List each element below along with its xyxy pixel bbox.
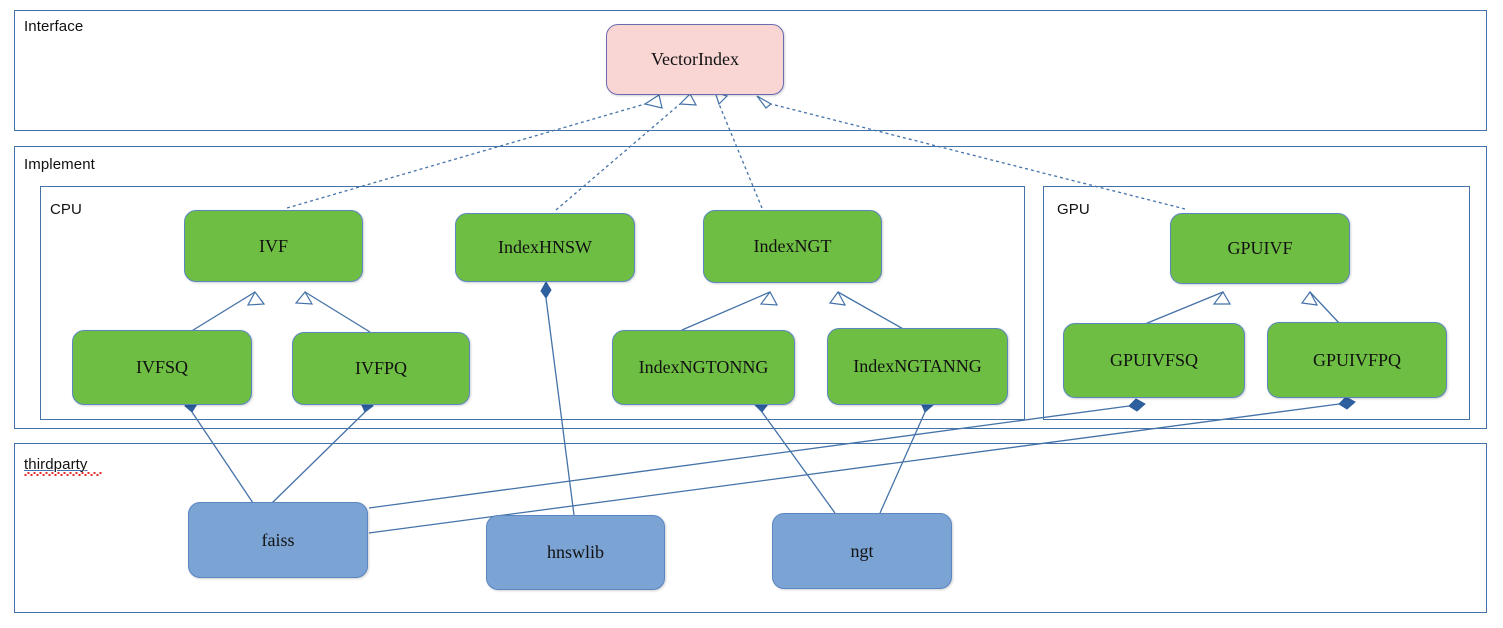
panel-cpu-label: CPU xyxy=(50,201,82,218)
node-vectorindex[interactable]: VectorIndex xyxy=(606,24,784,95)
panel-implement-label: Implement xyxy=(24,156,95,173)
node-ngt[interactable]: ngt xyxy=(772,513,952,589)
panel-gpu-label: GPU xyxy=(1057,201,1090,218)
node-indexhnsw[interactable]: IndexHNSW xyxy=(455,213,635,282)
node-gpuivf[interactable]: GPUIVF xyxy=(1170,213,1350,284)
node-gpuivfsq[interactable]: GPUIVFSQ xyxy=(1063,323,1245,398)
node-indexngtonng[interactable]: IndexNGTONNG xyxy=(612,330,795,405)
node-gpuivfpq[interactable]: GPUIVFPQ xyxy=(1267,322,1447,398)
node-hnswlib[interactable]: hnswlib xyxy=(486,515,665,590)
node-indexngt[interactable]: IndexNGT xyxy=(703,210,882,283)
node-indexngtanng[interactable]: IndexNGTANNG xyxy=(827,328,1008,405)
spellcheck-squiggle xyxy=(24,472,102,476)
node-faiss[interactable]: faiss xyxy=(188,502,368,578)
panel-thirdparty-label: thirdparty xyxy=(24,456,88,473)
node-ivf[interactable]: IVF xyxy=(184,210,363,282)
node-ivfsq[interactable]: IVFSQ xyxy=(72,330,252,405)
panel-interface-label: Interface xyxy=(24,18,84,35)
node-ivfpq[interactable]: IVFPQ xyxy=(292,332,470,405)
